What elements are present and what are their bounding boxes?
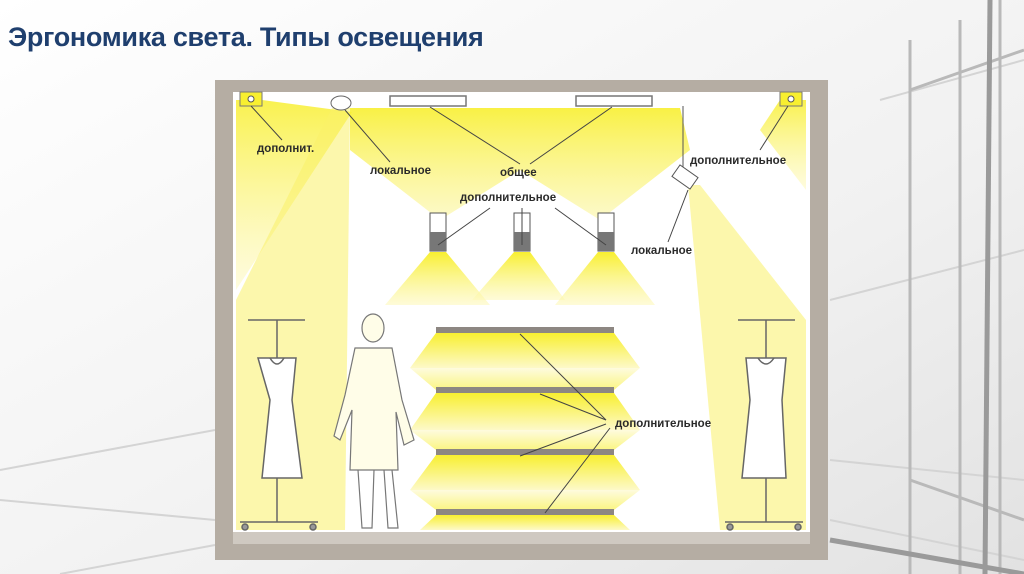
ceiling-lamp-right <box>575 95 653 107</box>
corner-light-right <box>760 100 806 190</box>
leader-lines <box>250 105 789 514</box>
spotlight-left <box>330 95 352 111</box>
label-general: общее <box>500 167 537 179</box>
label-local-left: локальное <box>370 165 431 177</box>
person-figure <box>333 313 415 529</box>
room-floor <box>233 532 810 544</box>
wall-lamp-beam-1 <box>385 252 490 305</box>
wall-lamp-beam-2 <box>472 252 565 300</box>
clothes-rack-right <box>725 319 803 531</box>
slide-title: Эргономика света. Типы освещения <box>8 22 484 52</box>
spotlight-right <box>671 164 699 190</box>
label-dop-shelves: дополнительное <box>615 418 711 430</box>
clothes-rack-left <box>240 319 318 531</box>
shelf <box>436 449 614 455</box>
shelf <box>436 387 614 393</box>
shelf-lights <box>410 333 640 530</box>
wall-lamp-beam-3 <box>555 252 655 305</box>
local-beam-left <box>236 108 350 530</box>
shelf <box>436 327 614 333</box>
ceiling-lamp-left <box>389 95 467 107</box>
label-dop-short: дополнит. <box>257 143 314 155</box>
label-dop-center: дополнительное <box>460 192 556 204</box>
shelf <box>436 509 614 515</box>
label-local-right: локальное <box>631 245 692 257</box>
label-dop-right: дополнительное <box>690 155 786 167</box>
